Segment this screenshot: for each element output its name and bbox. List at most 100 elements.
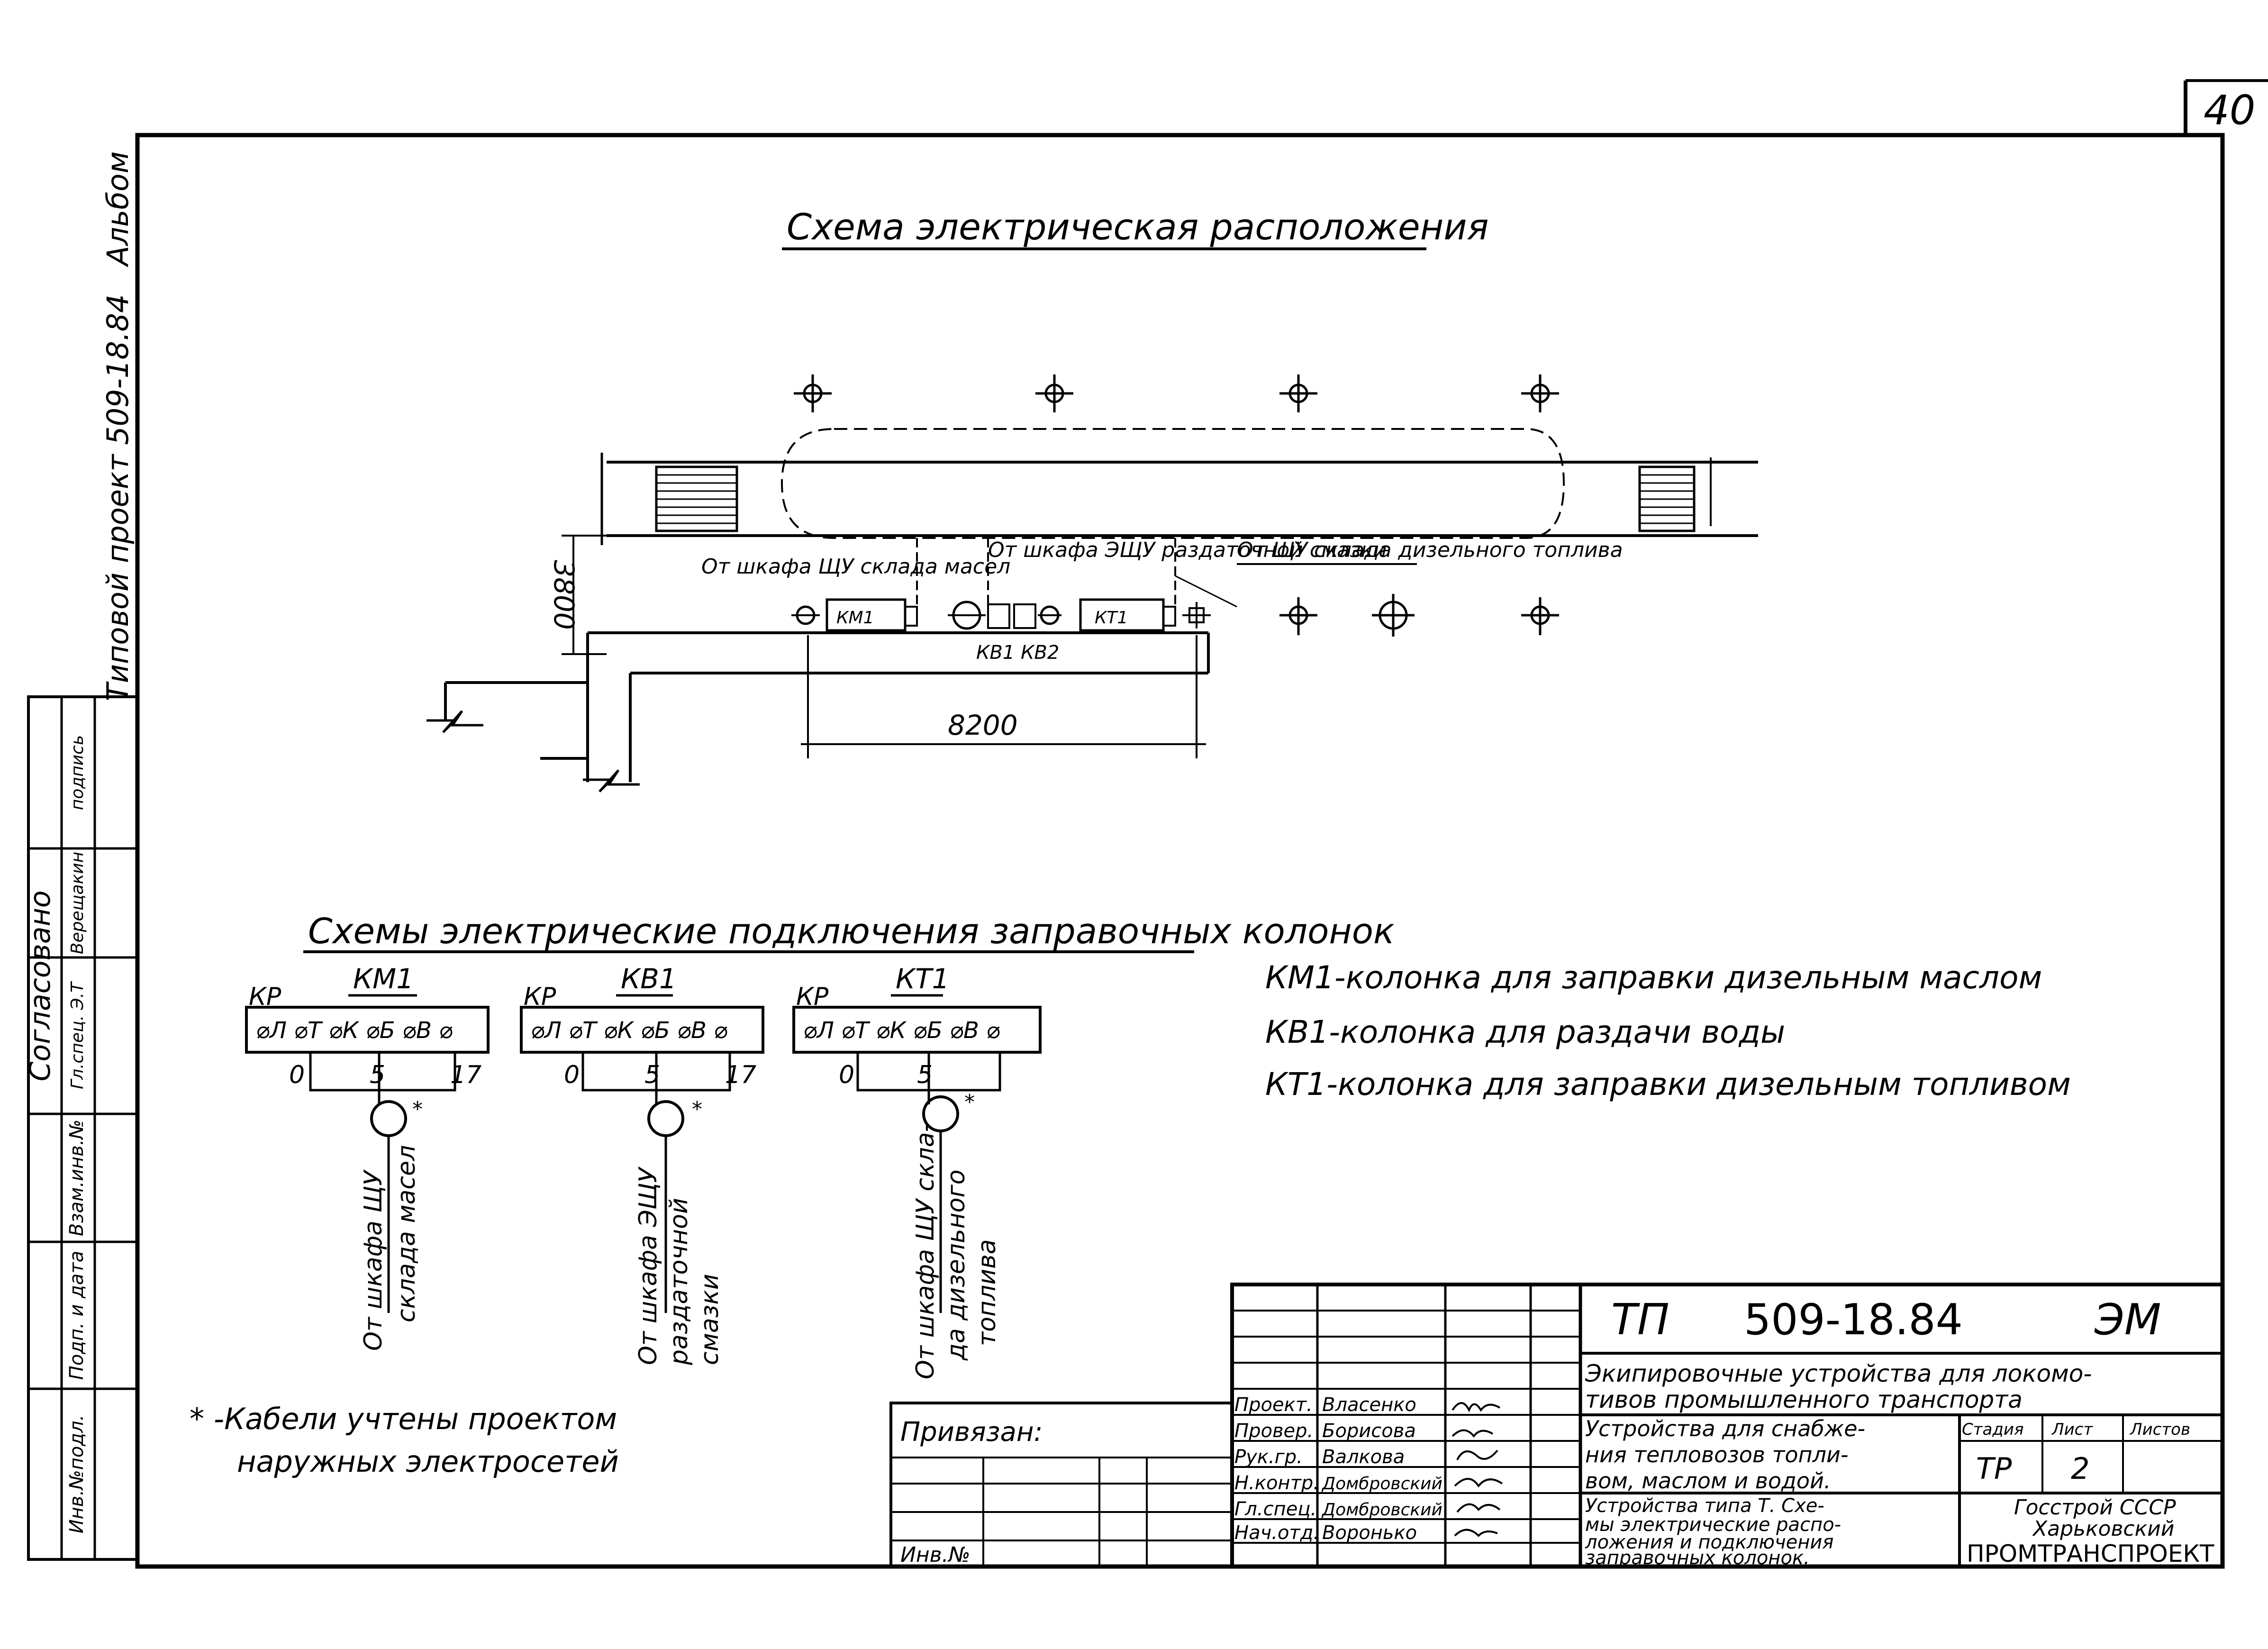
label-kv-source: От шкафа ЭЩУ раздаточной смазки [988, 538, 1387, 562]
doc-sub-2: ния тепловозов топли- [1585, 1442, 1848, 1467]
cable-note-line-1: * -Кабели учтены проектом [190, 1402, 617, 1436]
doc-desc-2: мы электрические распо- [1585, 1514, 1841, 1536]
staff-role-6: Нач.отд. [1234, 1522, 1319, 1544]
album-label: Альбом [100, 151, 135, 268]
pump-circle [1372, 594, 1415, 637]
support-mark [794, 374, 832, 412]
tank-outline [780, 428, 1565, 539]
scheme-name: КМ1 [353, 963, 414, 995]
staff-name-3: Валкова [1322, 1446, 1405, 1468]
source-line-1: От шкафа ЩУ скла- [911, 1123, 940, 1379]
terminal-n0: 0 [839, 1061, 854, 1089]
terminal-row: ⌀Л ⌀Т ⌀К ⌀Б ⌀В ⌀ [256, 1017, 453, 1044]
terminal-n17: 17 [725, 1061, 756, 1089]
margin-cell-4: Гл.спец. Э.Т [68, 981, 87, 1089]
terminal-row: ⌀Л ⌀Т ⌀К ⌀Б ⌀В ⌀ [531, 1017, 727, 1044]
signature [1452, 1402, 1501, 1412]
sheet-value: 2 [2071, 1451, 2089, 1486]
source-line-3: топлива [973, 1239, 1001, 1346]
legend-item-km1: КМ1-колонка для заправки дизельным масло… [1265, 959, 2042, 996]
staff-name-6: Воронько [1322, 1522, 1417, 1544]
staff-name-2: Борисова [1322, 1420, 1416, 1442]
asterisk-mark: * [412, 1097, 423, 1121]
margin-cell-5: Верещакин [68, 852, 87, 955]
doc-number: 509-18.84 [1744, 1295, 1963, 1345]
sheet-label: Лист [2051, 1420, 2093, 1439]
layout-scheme: 3800 КМ1 КТ1 [426, 374, 1758, 793]
sheets-label: Листов [2129, 1420, 2190, 1439]
inv-no-label: Инв.№ [900, 1543, 970, 1567]
source-line-2: склада масел [392, 1145, 421, 1322]
margin-cell-6: подпись [68, 735, 87, 810]
signature [1454, 1478, 1503, 1488]
staff-name-1: Власенко [1322, 1394, 1416, 1416]
doc-sub-3: вом, маслом и водой. [1585, 1468, 1831, 1494]
org-line-1: Госстрой СССР [2014, 1495, 2176, 1520]
project-label: Типовой проект 509-18.84 [100, 294, 135, 702]
source-line-3: смазки [696, 1274, 724, 1365]
org-line-2: Харьковский [2032, 1517, 2174, 1541]
org-line-3: ПРОМТРАНСПРОЕКТ [1967, 1540, 2214, 1567]
terminal-row: ⌀Л ⌀Т ⌀К ⌀Б ⌀В ⌀ [803, 1017, 1000, 1044]
scheme-name: КВ1 [621, 963, 677, 995]
signature [1456, 1503, 1501, 1513]
label-km-source: От шкафа ЩУ склада масел [701, 555, 1010, 579]
source-line-1: От шкафа ЭЩУ [634, 1166, 662, 1365]
terminal-n5: 5 [370, 1061, 385, 1089]
layout-title: Схема электрическая расположения [787, 206, 1488, 248]
doc-desc-4: заправочных колонок. [1585, 1547, 1810, 1569]
dim-vertical: 3800 [548, 560, 580, 630]
doc-title-2: тивов промышленного транспорта [1585, 1386, 2023, 1413]
source-line-1: От шкафа ЩУ [359, 1169, 388, 1351]
terminal-n5: 5 [917, 1061, 933, 1089]
staff-role-2: Провер. [1234, 1420, 1313, 1442]
source-line-2: да дизельного [942, 1169, 971, 1361]
agreed-label: Согласовано [24, 890, 57, 1081]
support-mark [1279, 374, 1317, 412]
scheme-name: КТ1 [896, 963, 950, 995]
doc-desc-1: Устройства типа Т. Схе- [1585, 1495, 1824, 1517]
cable-note-line-2: наружных электросетей [237, 1444, 619, 1479]
support-mark [1035, 374, 1073, 412]
column-km1-label: КМ1 [836, 608, 874, 628]
connection-scheme-kt1: КР КТ1 ⌀Л ⌀Т ⌀К ⌀Б ⌀В ⌀ 0 5 * От шкафа Щ… [792, 963, 1042, 1379]
stage-label: Стадия [1962, 1420, 2023, 1439]
margin-cell-1: Инв.№подл. [66, 1415, 88, 1534]
column-kv-label: КВ1 КВ2 [976, 642, 1059, 664]
sheet-number: 40 [2204, 87, 2255, 134]
staff-name-4: Домбровский [1321, 1474, 1442, 1494]
asterisk-mark: * [692, 1097, 702, 1121]
tied-label: Привязан: [900, 1417, 1043, 1448]
title-block: Проект. Власенко Провер. Борисова Рук.гр… [889, 1283, 2224, 1569]
support-mark [1521, 374, 1559, 412]
pump-circle [791, 605, 820, 625]
connections-title: Схемы электрические подключения заправоч… [308, 911, 1395, 952]
connection-scheme-km1: КР КМ1 ⌀Л ⌀Т ⌀К ⌀Б ⌀В ⌀ 0 5 17 * От шкаф… [245, 963, 490, 1351]
doc-title-1: Экипировочные устройства для локомо- [1585, 1360, 2092, 1387]
stage-value: ТР [1976, 1451, 2012, 1486]
support-mark [1279, 597, 1317, 635]
margin-stamp-table: Согласовано Инв.№подл. Подп. и дата Взам… [24, 695, 139, 1561]
pump-circle [1182, 602, 1211, 629]
staff-role-4: Н.контр. [1234, 1472, 1319, 1494]
staff-role-5: Гл.спец. [1234, 1498, 1316, 1520]
connection-scheme-kv1: КР КВ1 ⌀Л ⌀Т ⌀К ⌀Б ⌀В ⌀ 0 5 17 * От шкаф… [520, 963, 764, 1366]
sheet-number-box: 40 [2184, 79, 2268, 135]
staff-name-5: Домбровский [1321, 1500, 1442, 1520]
legend-item-kt1: КТ1-колонка для заправки дизельным топли… [1265, 1066, 2071, 1102]
dim-horizontal: 8200 [948, 709, 1018, 741]
column-kt1-label: КТ1 [1095, 608, 1128, 628]
staff-role-3: Рук.гр. [1234, 1446, 1303, 1468]
pump-circle [1038, 605, 1061, 625]
doc-sub-1: Устройства для снабже- [1585, 1416, 1865, 1441]
source-line-2: раздаточной [665, 1198, 693, 1366]
legend-item-kv1: КВ1-колонка для раздачи воды [1265, 1014, 1785, 1050]
doc-desc-3: ложения и подключения [1585, 1531, 1833, 1553]
doc-code: ТП [1611, 1295, 1669, 1345]
margin-cell-2: Подп. и дата [66, 1251, 88, 1380]
cable-entry-circle [370, 1100, 407, 1137]
signature [1456, 1449, 1498, 1460]
terminal-n0: 0 [564, 1061, 580, 1089]
doc-mark: ЭМ [2094, 1295, 2161, 1345]
